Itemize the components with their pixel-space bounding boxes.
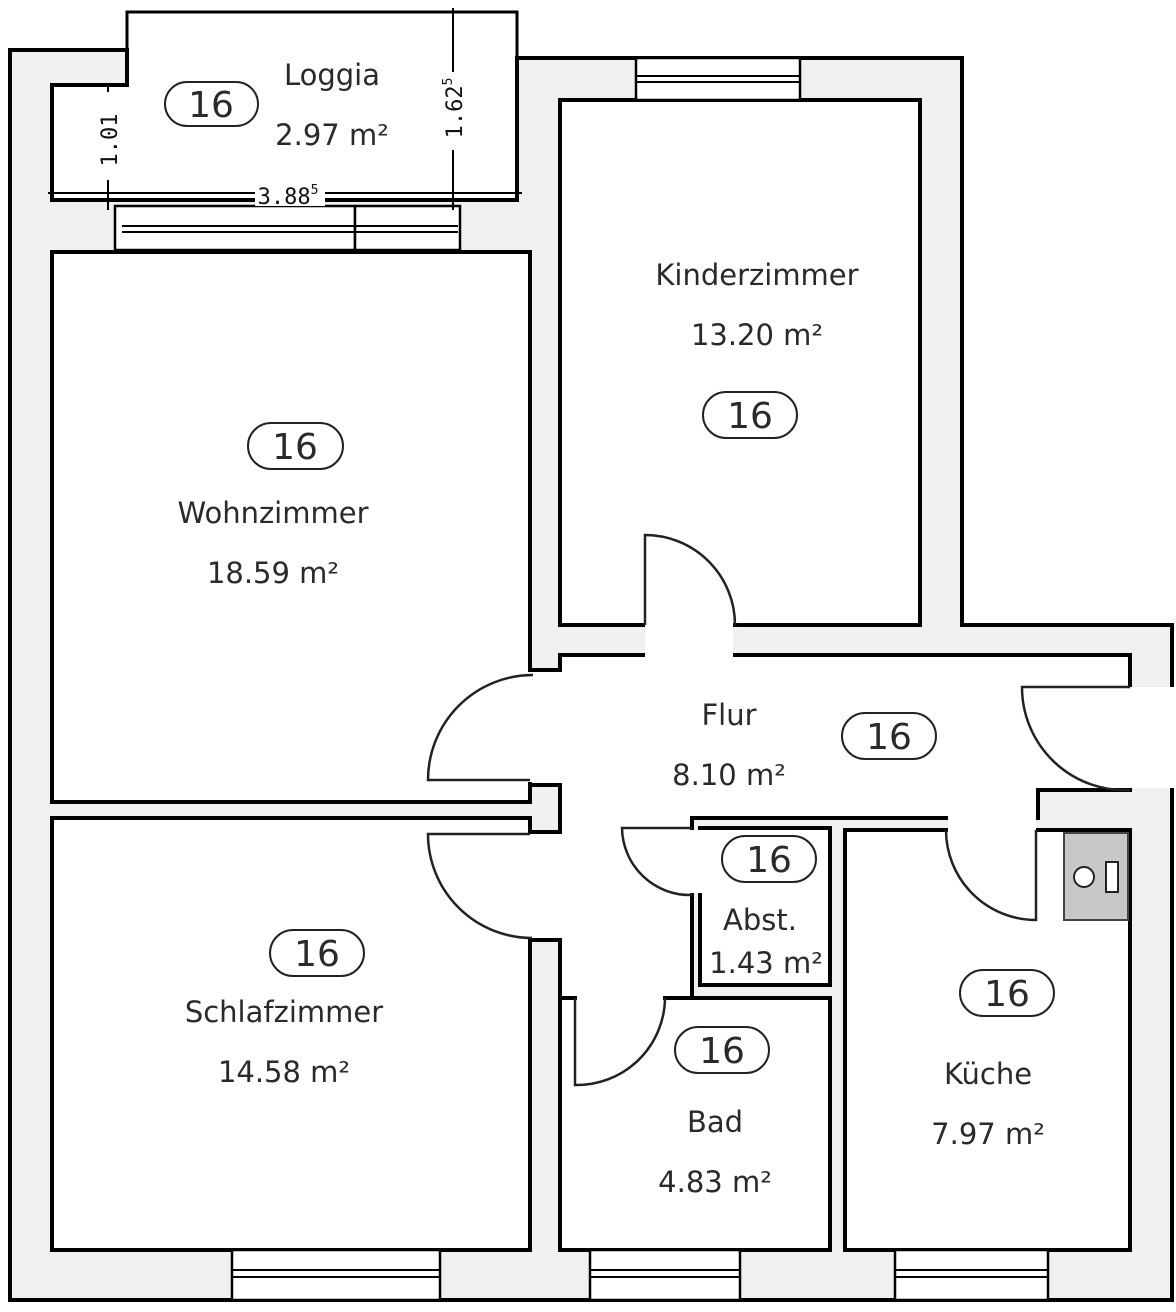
svg-text:Wohnzimmer: Wohnzimmer bbox=[177, 496, 368, 530]
loggia-depth-dimension: 1.625 bbox=[441, 78, 468, 139]
label-schlafzimmer: 16 Schlafzimmer 14.58 m² bbox=[185, 929, 383, 1089]
doorway-entrance bbox=[1126, 687, 1176, 788]
door-schlafzimmer[interactable] bbox=[426, 832, 533, 940]
svg-text:Flur: Flur bbox=[701, 698, 756, 732]
svg-text:18.59 m²: 18.59 m² bbox=[207, 556, 339, 590]
doorway-schlafzimmer bbox=[526, 834, 564, 938]
door-kueche[interactable] bbox=[944, 829, 1038, 922]
label-abst: 16 Abst. 1.43 m² bbox=[709, 835, 823, 980]
room-kinderzimmer bbox=[558, 98, 922, 627]
loggia-door-window bbox=[113, 204, 462, 252]
window-kueche bbox=[893, 1248, 1050, 1302]
svg-text:16: 16 bbox=[699, 1031, 745, 1072]
label-kueche: 16 Küche 7.97 m² bbox=[931, 969, 1055, 1151]
door-entrance[interactable] bbox=[1020, 685, 1131, 792]
svg-text:Abst.: Abst. bbox=[723, 903, 797, 937]
label-flur: Flur 8.10 m² 16 bbox=[672, 698, 937, 792]
svg-text:16: 16 bbox=[984, 974, 1030, 1015]
label-kinderzimmer: Kinderzimmer 13.20 m² 16 bbox=[655, 258, 859, 439]
svg-text:Schlafzimmer: Schlafzimmer bbox=[185, 995, 383, 1029]
room-wohnzimmer bbox=[50, 250, 532, 804]
svg-text:Loggia: Loggia bbox=[284, 58, 380, 92]
svg-text:Küche: Küche bbox=[944, 1057, 1032, 1091]
label-wohnzimmer: 16 Wohnzimmer 18.59 m² bbox=[177, 422, 369, 590]
doorway-kinderzimmer bbox=[645, 621, 733, 659]
loggia-width-dimension: 3.885 bbox=[258, 183, 319, 210]
svg-text:16: 16 bbox=[188, 85, 234, 126]
svg-text:Bad: Bad bbox=[687, 1105, 743, 1139]
svg-text:8.10 m²: 8.10 m² bbox=[672, 758, 786, 792]
door-bad[interactable] bbox=[573, 997, 667, 1087]
window-bad bbox=[588, 1248, 742, 1302]
svg-text:16: 16 bbox=[746, 840, 792, 881]
svg-text:16: 16 bbox=[294, 934, 340, 975]
room-schlafzimmer bbox=[50, 816, 532, 1252]
door-wohnzimmer[interactable] bbox=[426, 673, 534, 782]
doorway-kueche bbox=[948, 814, 1036, 834]
loggia-left-dimension: 1.01 bbox=[98, 114, 123, 167]
label-loggia: 16 Loggia 2.97 m² bbox=[164, 58, 389, 152]
stove-icon bbox=[1063, 832, 1129, 921]
door-kinderzimmer[interactable] bbox=[643, 533, 737, 626]
svg-text:13.20 m²: 13.20 m² bbox=[691, 318, 823, 352]
svg-text:7.97 m²: 7.97 m² bbox=[931, 1117, 1045, 1151]
label-bad: 16 Bad 4.83 m² bbox=[658, 1026, 772, 1199]
svg-text:1.43 m²: 1.43 m² bbox=[709, 946, 823, 980]
svg-text:16: 16 bbox=[727, 396, 773, 437]
doorway-abst bbox=[690, 830, 704, 893]
doorway-bad bbox=[577, 984, 663, 1002]
door-abst[interactable] bbox=[620, 826, 693, 897]
svg-text:16: 16 bbox=[272, 427, 318, 468]
window-schlafzimmer bbox=[230, 1248, 442, 1302]
svg-text:14.58 m²: 14.58 m² bbox=[218, 1055, 350, 1089]
doorway-wohnzimmer bbox=[526, 672, 564, 782]
window-kinderzimmer bbox=[634, 56, 802, 102]
svg-text:16: 16 bbox=[866, 717, 912, 758]
svg-text:4.83 m²: 4.83 m² bbox=[658, 1165, 772, 1199]
svg-text:Kinderzimmer: Kinderzimmer bbox=[655, 258, 858, 292]
svg-text:2.97 m²: 2.97 m² bbox=[275, 118, 389, 152]
